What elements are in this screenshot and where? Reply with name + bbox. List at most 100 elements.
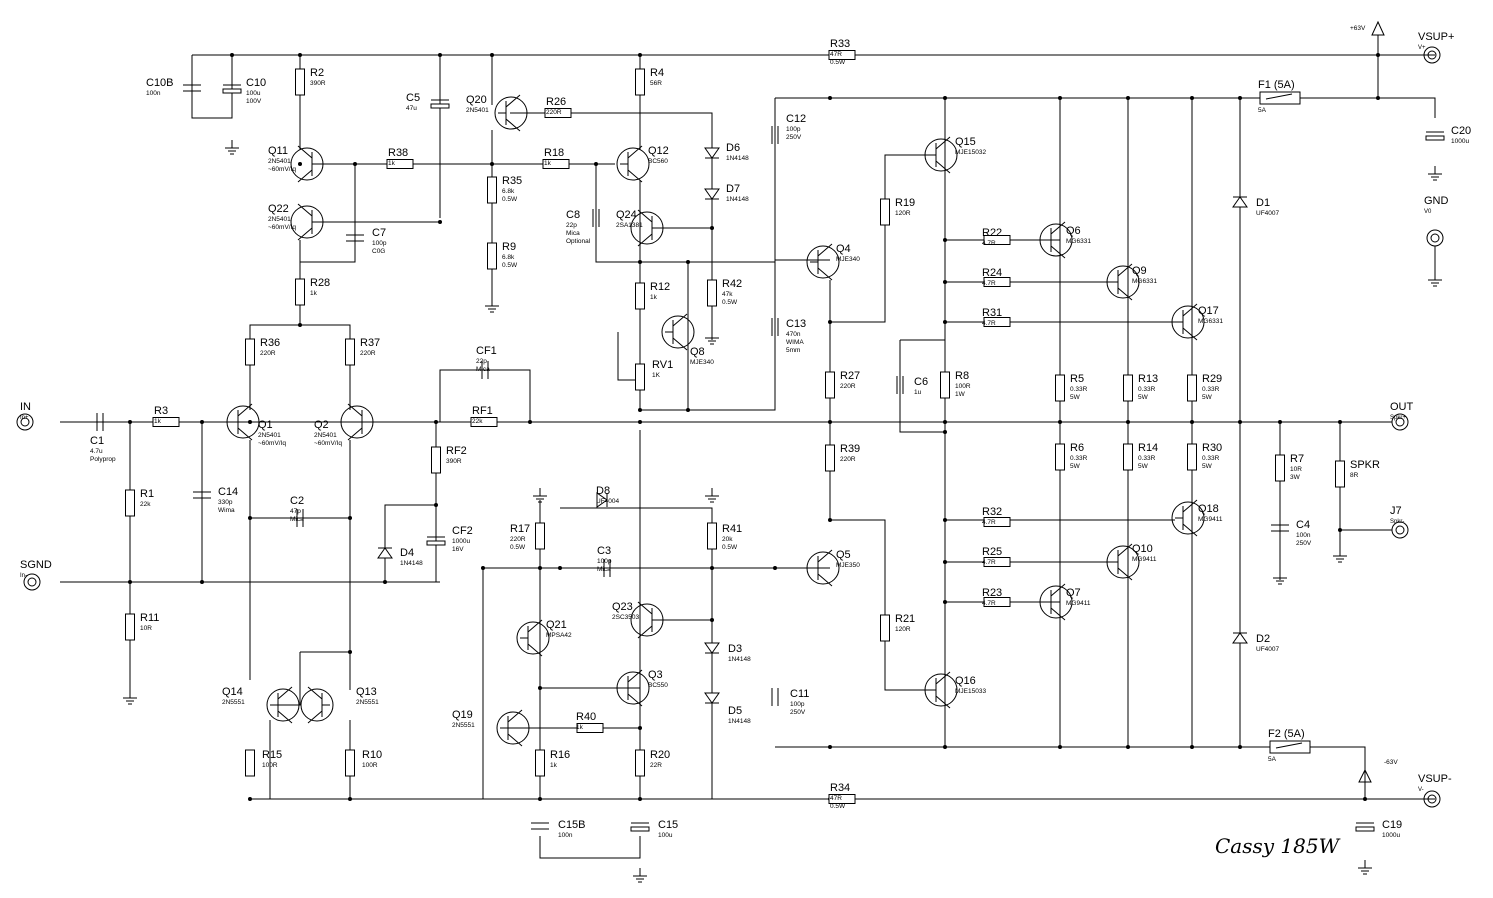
junction-dot xyxy=(1058,96,1062,100)
rail-marker-positive: +63V xyxy=(1350,20,1385,55)
capacitor-value: 100u xyxy=(246,90,261,97)
resistor-ref: R11 xyxy=(140,612,159,624)
diode-body xyxy=(377,547,393,559)
transistor-part: 2N5401 xyxy=(466,107,489,114)
resistor-value: 120R xyxy=(895,626,911,633)
transistor-emitter xyxy=(1050,245,1066,259)
junction-dot xyxy=(348,516,352,520)
junction-dot xyxy=(1338,420,1342,424)
capacitor-value: 100p xyxy=(786,126,801,133)
resistor-value: 220R xyxy=(360,350,376,357)
junction-dot xyxy=(200,420,204,424)
resistor-body xyxy=(295,278,305,306)
resistor-value: 47R xyxy=(830,51,842,58)
junction-dot xyxy=(248,797,252,801)
wire xyxy=(775,97,1436,118)
fuse-ref: F2 (5A) xyxy=(1268,728,1305,740)
diode-ref: D7 xyxy=(726,183,740,195)
capacitor-value: 1000u xyxy=(452,538,470,545)
ground-symbol xyxy=(123,690,137,705)
transistor-part: MJE15033 xyxy=(955,688,986,695)
resistor-value: 4.7R xyxy=(982,280,996,287)
wire xyxy=(539,836,641,859)
capacitor-value: 22p xyxy=(566,222,577,229)
resistor-value: 390R xyxy=(446,458,462,465)
resistor-body xyxy=(983,557,1011,567)
junction-dot xyxy=(638,408,642,412)
transistor-collector xyxy=(297,145,313,159)
junction-dot xyxy=(1376,96,1380,100)
resistor-body xyxy=(983,235,1011,245)
transistor-envelope xyxy=(630,211,664,245)
transistor-envelope xyxy=(496,711,530,745)
resistor-ref: R36 xyxy=(260,337,280,349)
resistor-body xyxy=(983,597,1011,607)
diode-part: UF4007 xyxy=(1256,210,1280,217)
transistor-envelope xyxy=(300,688,334,722)
resistor-ref: R10 xyxy=(362,749,382,761)
junction-dot xyxy=(1126,745,1130,749)
resistor-rating: 3W xyxy=(1290,474,1301,481)
resistor-value: 56R xyxy=(650,80,662,87)
resistor-ref: SPKR xyxy=(1350,459,1380,471)
resistor-body xyxy=(535,522,545,550)
transistor-part: 2SA1381 xyxy=(616,222,643,229)
transistor-ref: Q18 xyxy=(1198,503,1219,515)
transistor-part: MJE15032 xyxy=(955,149,986,156)
junction-dot xyxy=(1190,745,1194,749)
capacitor-ref: C3 xyxy=(597,545,611,557)
resistor-value: 10R xyxy=(1290,466,1302,473)
fuse-body xyxy=(1259,91,1301,105)
resistor-body xyxy=(880,614,890,642)
resistor-body xyxy=(295,68,305,96)
resistor-body xyxy=(245,338,255,366)
ground-symbol xyxy=(1333,548,1347,563)
diode-part: 1N4148 xyxy=(728,718,751,725)
transistor-ref: Q2 xyxy=(314,419,329,431)
cap-plate-neg xyxy=(1355,826,1375,832)
transistor-part: 2N5551 xyxy=(356,699,379,706)
connector-ring xyxy=(16,413,34,431)
transistor-emitter xyxy=(297,169,313,183)
resistor-ref: RF1 xyxy=(472,405,493,417)
resistor-body xyxy=(635,68,645,96)
capacitor-ref: C10 xyxy=(246,77,266,89)
junction-dot xyxy=(686,260,690,264)
junction-dot xyxy=(200,580,204,584)
transistor-part: MG6331 xyxy=(1066,238,1091,245)
transistor-collector xyxy=(1182,303,1198,317)
diode-body xyxy=(704,188,720,200)
capacitor-value: 1000u xyxy=(1382,832,1400,839)
resistor-rating: 5W xyxy=(1070,394,1081,401)
transistor-envelope xyxy=(494,96,528,130)
connector-pin xyxy=(1427,50,1437,60)
resistor-ref: R17 xyxy=(510,523,530,535)
diode-body xyxy=(704,147,720,159)
junction-dot xyxy=(943,745,947,749)
resistor-ref: R19 xyxy=(895,197,915,209)
cap-plate-neg xyxy=(426,540,446,546)
transistor-collector xyxy=(627,145,643,159)
capacitor-ref: C12 xyxy=(786,113,806,125)
transistor-note: ~60mV/Iq xyxy=(314,440,342,447)
connector-pin xyxy=(1427,794,1437,804)
junction-dot xyxy=(558,566,562,570)
wire xyxy=(270,652,301,706)
junction-dot xyxy=(538,686,542,690)
transistor-part: MJE340 xyxy=(690,359,714,366)
junction-dot xyxy=(1190,420,1194,424)
